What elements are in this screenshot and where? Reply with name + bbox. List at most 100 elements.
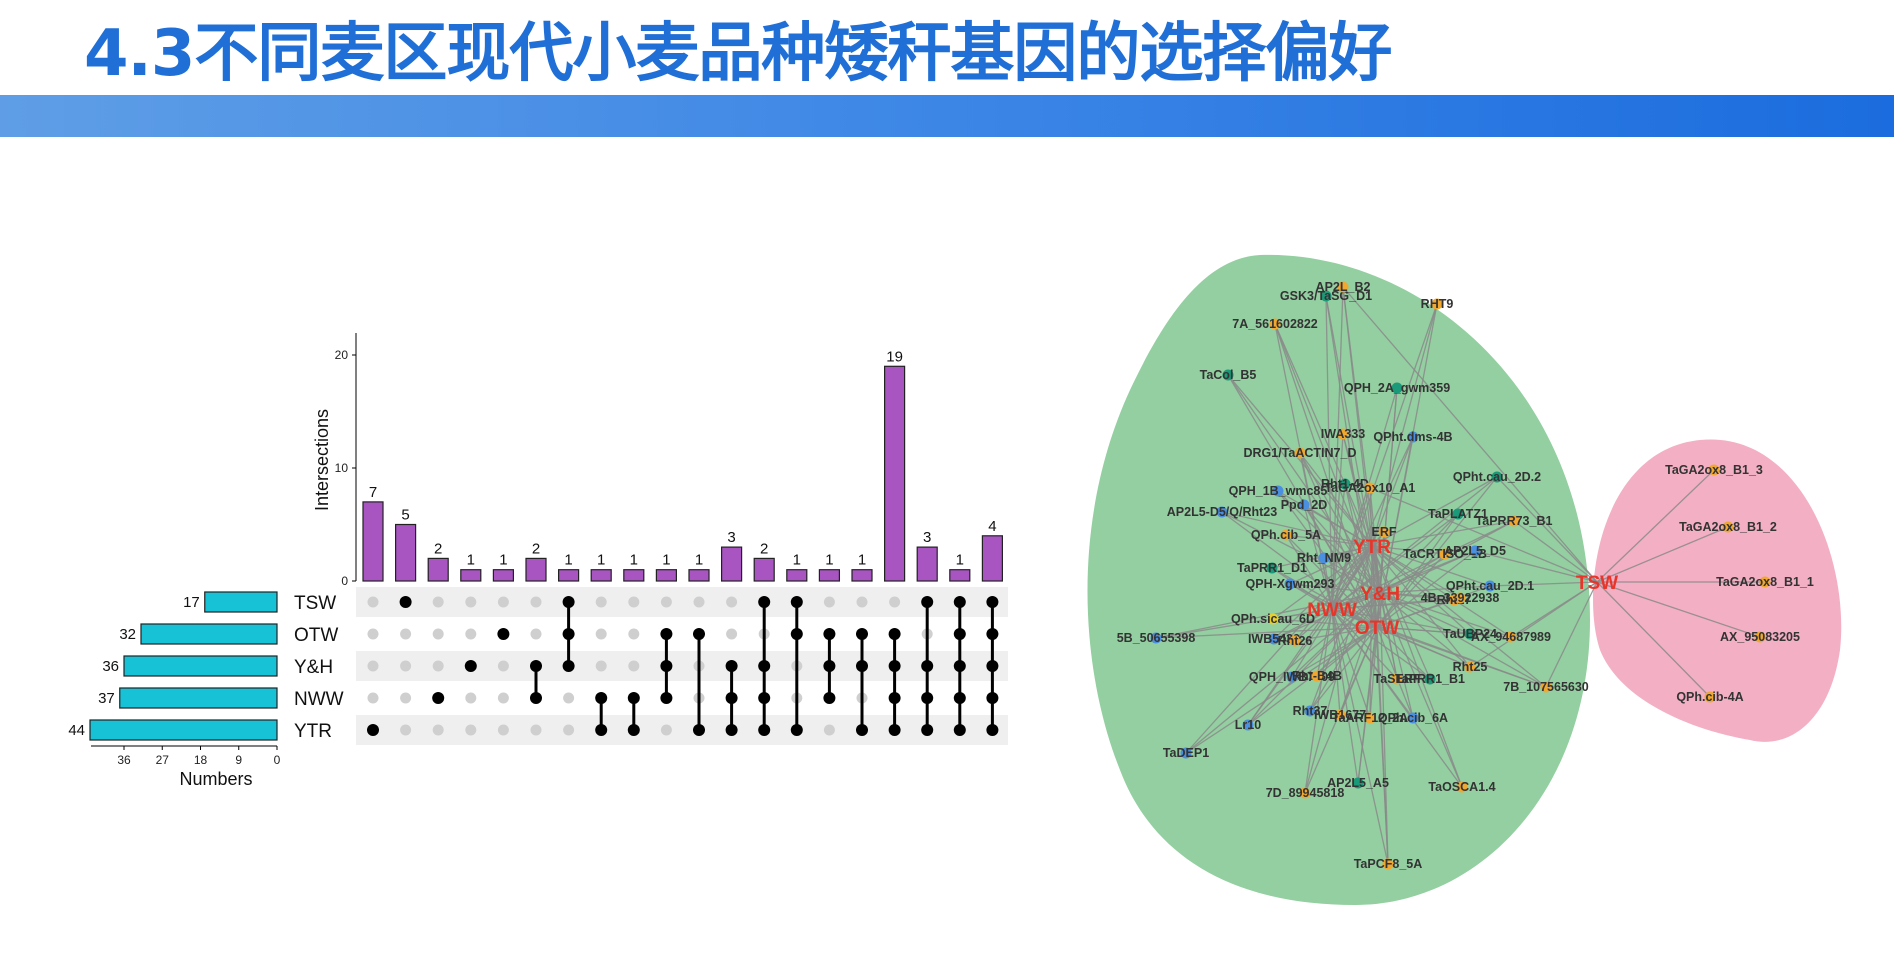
set-size-bar <box>89 719 278 741</box>
network-node <box>1456 781 1468 793</box>
bar-value-label: 1 <box>793 552 801 569</box>
matrix-dot-filled <box>953 724 966 736</box>
network-node <box>1540 681 1552 693</box>
set-size-value: 44 <box>68 722 85 739</box>
title-banner <box>0 95 1894 137</box>
bar-value-label: 2 <box>760 540 768 557</box>
matrix-dot-filled <box>660 660 673 672</box>
set-size-value: 36 <box>102 658 119 675</box>
network-edge <box>1596 526 1729 583</box>
matrix-dot-empty <box>693 596 705 608</box>
matrix-dot-empty <box>595 628 607 640</box>
network-node-label: AP2L5_A5 <box>1327 776 1389 790</box>
network-node-label: TaCol_B5 <box>1200 368 1257 382</box>
network-node-label: Rht_NM9 <box>1297 551 1351 565</box>
network-edge <box>1369 487 1381 594</box>
network-node <box>1484 580 1496 592</box>
network-node <box>1269 318 1281 330</box>
network-edge <box>1379 592 1463 788</box>
bar-value-label: 7 <box>369 484 377 501</box>
network-node-label: TaOSCA1.4 <box>1428 780 1495 794</box>
matrix-dot-empty <box>465 724 477 736</box>
network-edge <box>1155 608 1333 639</box>
matrix-dot-empty <box>563 692 575 704</box>
bar-value-label: 2 <box>434 540 442 557</box>
network-node-label: QPh.cib-4A <box>1676 690 1743 704</box>
network-edge <box>1371 545 1471 668</box>
matrix-dot-empty <box>367 596 379 608</box>
page-title: 4.3不同麦区现代小麦品种矮秆基因的选择偏好 <box>84 17 1392 91</box>
network-edge <box>1596 469 1715 583</box>
matrix-dot-filled <box>693 724 705 736</box>
bar-value-label: 1 <box>662 552 670 569</box>
set-size-tick-label: 0 <box>274 753 281 767</box>
matrix-dot-filled <box>921 660 934 672</box>
network-edge <box>1371 545 1431 680</box>
network-edge <box>1285 534 1373 547</box>
network-edge <box>1304 608 1333 794</box>
network-edge <box>1303 504 1333 610</box>
matrix-dot-empty <box>530 628 542 640</box>
matrix-dot-filled <box>660 628 673 640</box>
network-node-label: 7B_107565630 <box>1503 680 1589 694</box>
network-node <box>1266 562 1278 574</box>
matrix-dot-filled <box>823 628 836 640</box>
network-edge <box>1294 545 1373 642</box>
intersection-bar <box>981 535 1004 582</box>
matrix-dot-filled <box>921 596 934 608</box>
bar-value-label: 2 <box>532 540 540 557</box>
y-tick-label: 10 <box>335 461 349 475</box>
network-node-label: TaGA2ox8_B1_1 <box>1716 575 1814 589</box>
network-node <box>1364 482 1376 494</box>
network-node-label: 4B_33922938 <box>1421 591 1500 605</box>
network-node <box>1339 478 1351 490</box>
network-edge <box>1379 592 1389 865</box>
matrix-dot-filled <box>986 596 999 608</box>
network-node-label: Rht-B4B <box>1292 669 1342 683</box>
network-edge <box>1331 608 1359 784</box>
intersection-bar <box>590 569 612 582</box>
intersection-bar <box>427 557 449 582</box>
matrix-dot-filled <box>725 692 738 704</box>
network-node-label: DRG1/TaACTIN7_D <box>1244 446 1357 460</box>
matrix-dot-filled <box>562 628 575 640</box>
intersection-bar <box>786 569 808 582</box>
bar-value-label: 1 <box>825 552 833 569</box>
network-edge <box>1371 545 1547 688</box>
network-node-label: ERF <box>1372 525 1397 539</box>
network-edge <box>1331 545 1373 610</box>
matrix-dot-filled <box>953 596 966 608</box>
network-node <box>1284 578 1296 590</box>
network-node-label: QPH-Xgwm293 <box>1246 577 1335 591</box>
matrix-dot-empty <box>432 628 444 640</box>
matrix-dot-filled <box>562 660 575 672</box>
network-node-label: TaSERF <box>1374 672 1421 686</box>
network-node-label: TaARF12_2A <box>1332 711 1408 725</box>
network-edge <box>1331 476 1498 610</box>
network-node-label: AP2L5-D5/Q/Rht23 <box>1167 505 1277 519</box>
network-node-label: RHT9 <box>1421 297 1454 311</box>
intersection-bar <box>362 501 384 582</box>
network-edge <box>1371 545 1414 719</box>
matrix-dot-empty <box>660 724 672 736</box>
network-hub-label: OTW <box>1355 618 1399 639</box>
bar-value-label: 1 <box>858 552 866 569</box>
network-edge <box>1273 608 1333 640</box>
network-edge <box>1371 545 1461 599</box>
network-edge <box>1369 487 1598 583</box>
matrix-dot-empty <box>400 628 412 640</box>
matrix-dot-empty <box>530 596 542 608</box>
network-node <box>1280 529 1292 541</box>
network-edge <box>1247 592 1381 726</box>
matrix-dot-filled <box>823 692 836 704</box>
network-node <box>1272 485 1284 497</box>
network-edge <box>1371 545 1463 788</box>
set-label: Y&H <box>294 657 333 678</box>
y-tick-label: 0 <box>341 574 348 588</box>
matrix-stripe <box>356 587 1008 617</box>
network-node <box>1391 382 1403 394</box>
network-node <box>1407 712 1419 724</box>
network-edge <box>1331 520 1515 610</box>
network-node-label: GSK3/TaSG_D1 <box>1280 289 1372 303</box>
matrix-dot-filled <box>856 628 868 640</box>
